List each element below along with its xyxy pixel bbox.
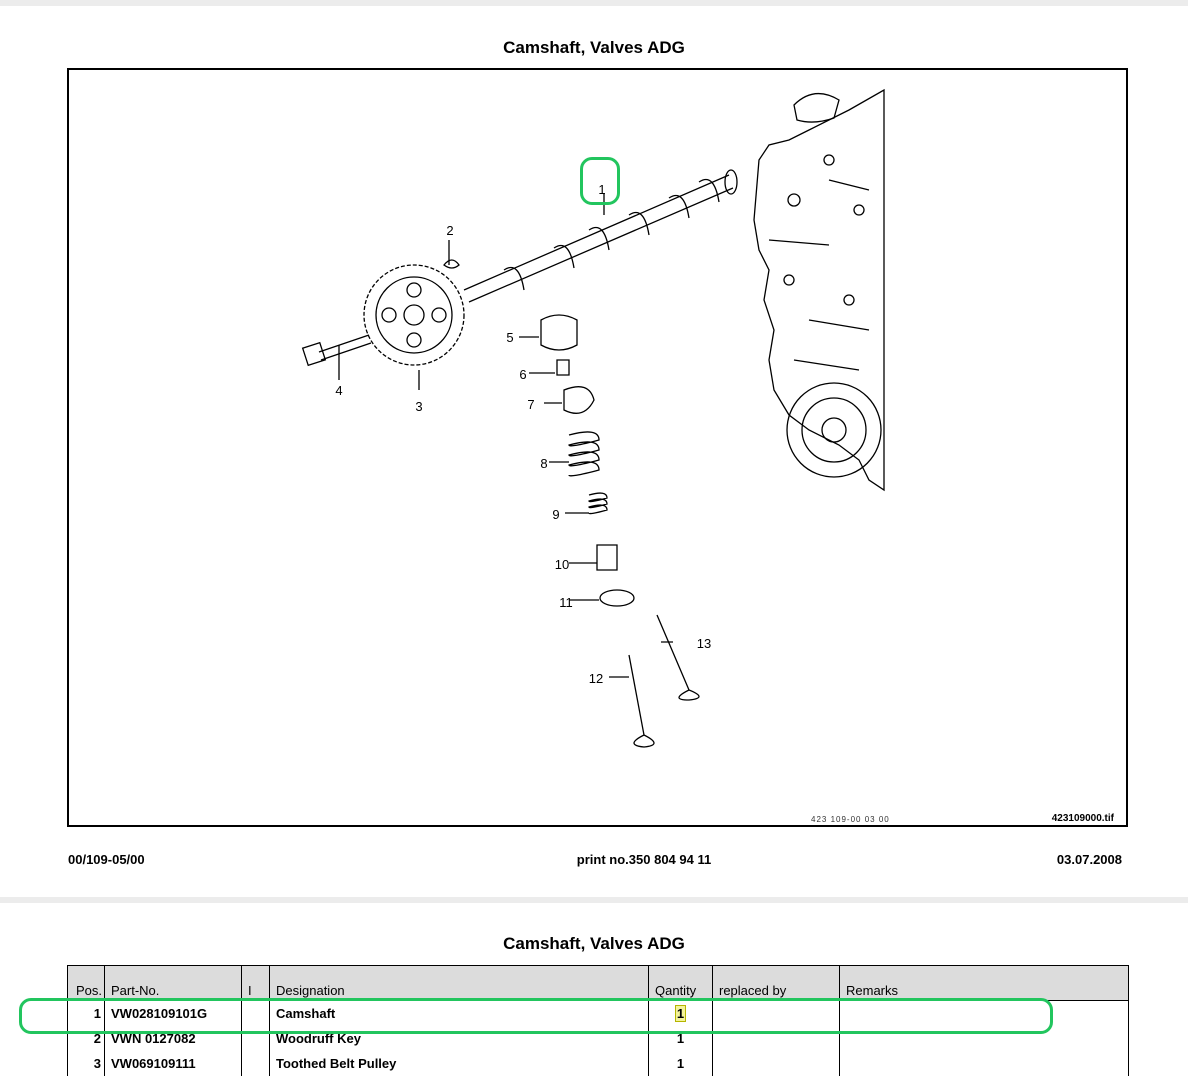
row-remarks xyxy=(839,1051,1129,1076)
callout-8: 8 xyxy=(540,456,547,471)
callout-11: 11 xyxy=(559,595,573,610)
row-pos: 2 xyxy=(67,1026,105,1051)
crank-pulley-outer xyxy=(786,382,882,478)
callout-9: 9 xyxy=(552,507,559,522)
bolt-shaft xyxy=(318,334,372,361)
engine-oil-cap xyxy=(793,93,840,123)
diagram-drawing: 1 2 3 4 5 6 7 8 9 10 11 12 13 xyxy=(301,88,885,748)
woodruff-key xyxy=(443,259,460,269)
sprocket-hole-2 xyxy=(431,307,447,323)
col-designation-header: Designation xyxy=(269,965,649,1001)
row-i xyxy=(241,1026,270,1051)
engine-bolt-b xyxy=(823,154,835,166)
row-highlight xyxy=(19,998,1053,1034)
row-replaced-by xyxy=(712,1051,840,1076)
table-row[interactable]: 1 VW028109101G Camshaft 1 xyxy=(67,1000,1129,1026)
table-row[interactable]: 3 VW069109111 Toothed Belt Pulley 1 xyxy=(67,1051,1129,1076)
outer-spring xyxy=(568,431,600,477)
valve-exhaust xyxy=(656,614,700,701)
row-i xyxy=(241,1051,270,1076)
callout-3: 3 xyxy=(415,399,422,414)
spring-seat xyxy=(599,589,635,607)
row-part-no: VW028109101G xyxy=(104,1000,242,1026)
callout-highlight xyxy=(580,157,620,205)
row-pos: 1 xyxy=(67,1000,105,1026)
row-designation: Woodruff Key xyxy=(269,1026,649,1051)
page-divider xyxy=(0,897,1188,903)
quantity-highlight: 1 xyxy=(674,1005,687,1022)
engine-bolt-a xyxy=(787,193,801,207)
inner-spring xyxy=(588,492,608,515)
callout-1: 1 xyxy=(598,182,605,197)
camshaft-body xyxy=(463,174,734,303)
tappet xyxy=(540,314,578,351)
exploded-diagram: 1 2 3 4 5 6 7 8 9 10 11 12 13 423 109-00… xyxy=(67,68,1128,827)
row-quantity: 1 xyxy=(648,1051,713,1076)
row-part-no: VW069109111 xyxy=(104,1051,242,1076)
engine-bolt-d xyxy=(783,274,795,286)
top-divider xyxy=(0,0,1188,6)
table-title: Camshaft, Valves ADG xyxy=(503,934,685,953)
bolt-head xyxy=(301,341,327,367)
spring-retainer xyxy=(563,386,595,414)
crank-pulley-mid xyxy=(801,397,867,463)
callout-12: 12 xyxy=(589,671,603,686)
row-designation: Toothed Belt Pulley xyxy=(269,1051,649,1076)
row-replaced-by xyxy=(712,1000,840,1026)
engine-block-outline xyxy=(753,88,885,492)
engine-bolt-e xyxy=(843,294,855,306)
valve-intake xyxy=(628,654,655,748)
col-part-no-header: Part-No. xyxy=(104,965,242,1001)
sprocket-hole-1 xyxy=(406,282,422,298)
callout-10: 10 xyxy=(555,557,569,572)
col-replaced-by-header: replaced by xyxy=(712,965,840,1001)
col-i-header: I xyxy=(241,965,270,1001)
callout-2: 2 xyxy=(446,223,453,238)
callout-13: 13 xyxy=(697,636,711,651)
sprocket-hole-3 xyxy=(406,332,422,348)
sprocket-outer xyxy=(363,264,465,366)
crank-pulley-hub xyxy=(821,417,847,443)
col-pos-header: Pos. xyxy=(67,965,105,1001)
footer-print-no: print no.350 804 94 11 xyxy=(576,852,712,867)
camshaft-end xyxy=(724,169,738,195)
sprocket-inner xyxy=(375,276,453,354)
leader-lines xyxy=(338,194,673,678)
callout-5: 5 xyxy=(506,330,513,345)
col-quantity-header: Qantity xyxy=(648,965,713,1001)
callout-4: 4 xyxy=(335,383,342,398)
footer-date: 03.07.2008 xyxy=(1056,852,1122,867)
sprocket-hole-4 xyxy=(381,307,397,323)
keeper xyxy=(556,359,570,376)
callout-6: 6 xyxy=(519,367,526,382)
row-quantity: 1 xyxy=(648,1000,713,1026)
row-pos: 3 xyxy=(67,1051,105,1076)
footer-doc-code: 00/109-05/00 xyxy=(68,852,145,867)
row-remarks xyxy=(839,1026,1129,1051)
row-quantity: 1 xyxy=(648,1026,713,1051)
row-part-no: VWN 0127082 xyxy=(104,1026,242,1051)
row-designation: Camshaft xyxy=(269,1000,649,1026)
camshaft-lobes xyxy=(503,178,720,291)
valve-guide xyxy=(596,544,618,571)
engine-detail-lines xyxy=(768,179,870,371)
figure-code: 423 109-00 03 00 xyxy=(811,815,890,824)
page-title: Camshaft, Valves ADG xyxy=(503,38,685,57)
table-header-row: Pos. Part-No. I Designation Qantity repl… xyxy=(67,965,1129,1001)
parts-table: Pos. Part-No. I Designation Qantity repl… xyxy=(67,965,1129,1076)
table-row[interactable]: 2 VWN 0127082 Woodruff Key 1 xyxy=(67,1026,1129,1051)
figure-file-name: 423109000.tif xyxy=(1051,813,1114,824)
sprocket-hub xyxy=(403,304,425,326)
row-remarks xyxy=(839,1000,1129,1026)
col-remarks-header: Remarks xyxy=(839,965,1129,1001)
callout-7: 7 xyxy=(527,397,534,412)
engine-bolt-c xyxy=(853,204,865,216)
